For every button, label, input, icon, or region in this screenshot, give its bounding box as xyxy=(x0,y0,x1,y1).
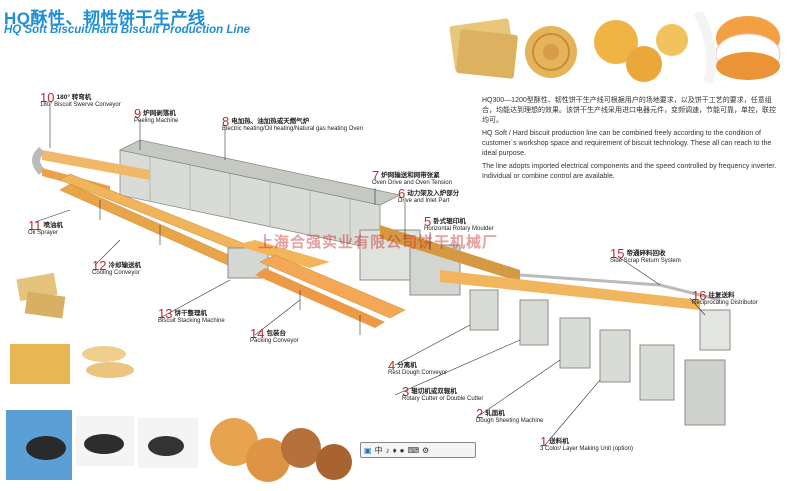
ime-dot-icon[interactable]: ● xyxy=(399,445,405,455)
cracker-image xyxy=(449,18,518,79)
ime-lang-icon[interactable]: 中 xyxy=(374,445,383,455)
ime-music-icon[interactable]: ♪ xyxy=(385,445,390,455)
cookies-image xyxy=(594,20,688,82)
watermark-text: 上海合强实业有限公司饼干机械厂 xyxy=(258,234,499,251)
wafer-image xyxy=(10,344,134,384)
ime-keyboard-icon[interactable]: ⌨ xyxy=(407,445,420,455)
description-block: HQ300—1200型酥性、韧性饼干生产线可根据用户的场地要求，以及饼干工艺的要… xyxy=(482,96,782,185)
sandwich-biscuit-image xyxy=(693,12,781,84)
description-en: HQ Soft / Hard biscuit production line c… xyxy=(482,130,772,157)
butter-cookie-image xyxy=(210,418,352,482)
description-en2: The line adopts imported electrical comp… xyxy=(482,163,777,180)
ime-logo-icon[interactable]: ▣ xyxy=(364,445,372,455)
page-title-en: HQ Soft Biscuit/Hard Biscuit Production … xyxy=(4,24,250,36)
round-biscuit-image xyxy=(525,26,577,78)
packing-conveyor xyxy=(255,254,406,335)
moulder-unit xyxy=(359,225,520,296)
cream-cracker-image xyxy=(16,272,66,319)
ime-toolbar[interactable]: ▣ 中 ♪ ♦ ● ⌨ ⚙ xyxy=(360,442,476,458)
ime-punct-icon[interactable]: ♦ xyxy=(392,445,397,455)
product-photos-top xyxy=(449,12,781,84)
ime-settings-icon[interactable]: ⚙ xyxy=(422,445,430,455)
leader-lines xyxy=(34,104,706,446)
page-title-cn: HQ酥性、韧性饼干生产线 xyxy=(4,9,206,28)
description-cn: HQ300—1200型酥性、韧性饼干生产线可根据用户的场地要求，以及饼干工艺的要… xyxy=(482,97,776,124)
oven xyxy=(118,139,402,251)
forming-machines xyxy=(440,270,731,426)
sandwich-cookie-image xyxy=(6,410,198,480)
